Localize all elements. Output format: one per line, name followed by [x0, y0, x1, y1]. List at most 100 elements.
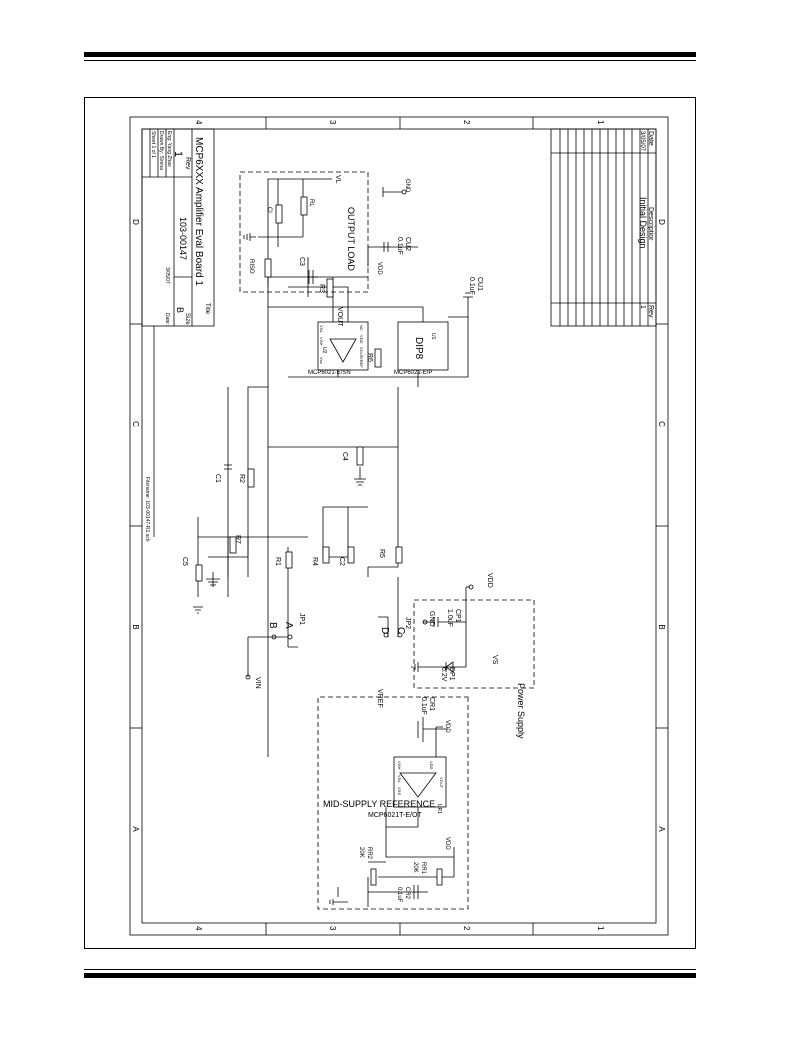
c4-cap	[356, 446, 364, 466]
zone-col-c-bottom: C	[131, 421, 140, 427]
jp2-pin-c-terminal[interactable]	[397, 632, 403, 638]
u2-pin-vref: VREF	[359, 357, 364, 368]
r3-ref: R3	[318, 284, 325, 293]
r1-resistor	[285, 551, 293, 569]
vdd-net-label: VDD	[376, 262, 382, 275]
u2-opamp-icon	[329, 338, 357, 363]
cp1-value: 1.0uF	[446, 609, 453, 627]
jp1-pin-b-terminal[interactable]	[271, 634, 277, 640]
vin-terminal[interactable]	[245, 674, 251, 680]
revision-table: Rev Descriptior Date 1 Initial Design 3/…	[550, 128, 657, 327]
r3-resistor	[326, 278, 334, 298]
jp1-pin-a-terminal[interactable]	[287, 634, 293, 640]
vs-label: VS	[491, 655, 498, 665]
u2-part: MCP6021-E/SN	[308, 370, 351, 376]
main-amplifier-section: DIP8 U1 MCP6021-E/P R6 U2 MCP6021-E/SN N…	[181, 179, 483, 757]
board-title: MCP6XXX Amplifier Eval Board 1	[193, 137, 204, 286]
u1-part: MCP6021-E/P	[394, 370, 432, 376]
title-label: Title	[204, 303, 210, 315]
jp2-pin-d-terminal[interactable]	[383, 632, 389, 638]
ur1-opamp-icon	[399, 772, 437, 798]
mid-supply-section: MID-SUPPLY REFERENCE UR1 MCP6021T-E/OT V…	[317, 689, 469, 910]
rev-label: Rev	[184, 157, 191, 170]
vl-label: VL	[334, 175, 341, 184]
c2-ref: C2	[338, 557, 345, 566]
vdd-supply-terminal	[468, 584, 474, 590]
power-supply-section: Power Supply VS VDD GND CP1 1.0uF DP1 6.…	[411, 573, 535, 739]
dp1-zener-icon	[445, 661, 454, 673]
cu1-value: 0.1uF	[468, 277, 475, 295]
r4-ref: R4	[311, 557, 318, 566]
zone-col-a-bottom: A	[131, 826, 140, 832]
u1-package-label: DIP8	[413, 337, 424, 360]
footer-rule-thin	[84, 969, 696, 970]
r6-ref: R6	[366, 353, 373, 362]
zone-row-1-left: 1	[596, 120, 605, 125]
title-block: Title MCP6XXX Amplifier Eval Board 1 Siz…	[141, 128, 215, 542]
u2-pin-vss: Vss	[319, 357, 324, 364]
u2-pin-vout: VOUT	[359, 347, 364, 359]
r6-resistor	[374, 348, 382, 368]
rev-table-row-rev: 1	[639, 305, 646, 309]
rev-table-header-description: Descriptior	[647, 207, 654, 241]
drawn-by: Drawn By: Sirena	[158, 131, 164, 170]
u2-pin-vinp: VIN+	[319, 337, 324, 347]
riso-ref: RISO	[248, 259, 254, 274]
gnd-net-label: GND	[404, 179, 410, 193]
u2-ref: U2	[321, 347, 327, 354]
power-ground-icon	[411, 662, 428, 672]
cr1-ref: CR1	[428, 697, 435, 711]
zone-row-1-right: 1	[596, 926, 605, 931]
ur1-pin-vinp: VIN+	[397, 761, 402, 771]
r2-ref: R2	[238, 474, 245, 483]
u2-soic-package	[317, 321, 369, 371]
rr1-resistor	[436, 868, 443, 886]
ur1-ref: UR1	[436, 804, 442, 814]
ur1-pin-vinm: VIN-	[397, 775, 402, 784]
c5-cap	[195, 564, 203, 582]
cr2-ref: CR2	[404, 887, 410, 900]
output-load-title: OUTPUT LOAD	[346, 207, 356, 271]
vdd-supply-label: VDD	[486, 573, 493, 588]
mid-vdd1-label: VDD	[444, 720, 450, 733]
zone-row-4-right: 4	[194, 926, 203, 931]
rr2-value: 20K	[358, 847, 364, 858]
output-load-section: OUTPUT LOAD VL RL Cl RISO	[239, 171, 369, 293]
dp1-value: 6.2V	[440, 667, 447, 682]
u2-pin-nc: NC	[359, 325, 364, 331]
zone-col-b-top: B	[657, 624, 666, 629]
mid-vdd2-label: VDD	[444, 837, 450, 850]
jp2-ref: JP2	[404, 617, 411, 629]
cr1-value: 0.1uF	[420, 697, 427, 715]
riso-resistor	[264, 258, 272, 278]
c5-ref: C5	[181, 557, 188, 566]
rr2-ref: RR2	[366, 847, 372, 860]
ur1-package	[393, 756, 447, 808]
rr1-value: 20K	[412, 862, 418, 873]
schematic-frame	[84, 97, 696, 949]
rev-table-row-date: 3/05/07	[639, 131, 645, 152]
document-number: 103-00147	[178, 217, 188, 260]
jp2-pin-d: D	[379, 627, 390, 634]
r7-ref: R7	[234, 535, 241, 544]
u1-ref: U1	[430, 333, 436, 340]
sheet-number: Sheet 1 of 1	[150, 131, 156, 158]
rev-table-header-rev: Rev	[647, 305, 654, 318]
dp1-ref: DP1	[448, 667, 455, 681]
zone-col-c-top: C	[657, 421, 666, 427]
zone-row-2-right: 2	[462, 926, 471, 931]
rev-table-header-date: Date	[647, 131, 654, 146]
r7-resistor	[229, 536, 237, 554]
cp1-ref: CP1	[454, 609, 461, 623]
r5-ref: R5	[378, 549, 385, 558]
cl-cap	[275, 204, 283, 224]
zone-row-2-left: 2	[462, 120, 471, 125]
vout-net-label: VOUT	[336, 307, 343, 327]
rev-value: 1	[172, 151, 184, 157]
c4-ref: C4	[341, 452, 348, 461]
vref-label: VREF	[376, 689, 383, 708]
date-value: 3/05/07	[164, 267, 170, 284]
date-label: Date:	[164, 313, 170, 325]
